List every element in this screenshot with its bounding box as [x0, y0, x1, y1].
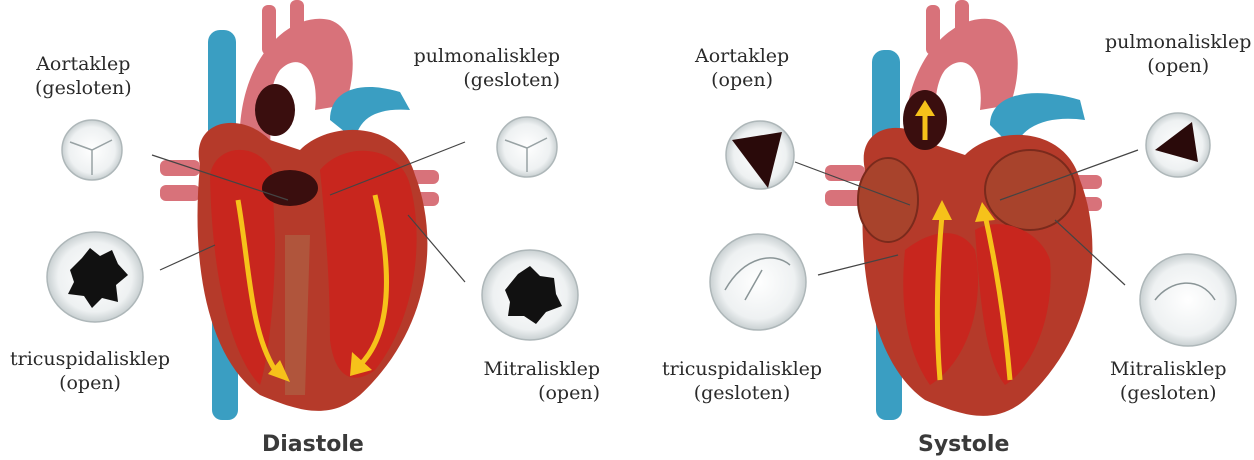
diastole-aortic-valve-icon — [62, 120, 122, 180]
valve-state: (gesloten) — [410, 68, 560, 92]
valve-name: Mitralisklep — [1110, 357, 1226, 381]
valve-state: (open) — [10, 371, 170, 395]
systole-aortic-valve-icon — [726, 121, 794, 189]
diastole-mitral-valve-icon — [482, 250, 578, 340]
systole-mitral-valve-icon — [1140, 254, 1236, 346]
valve-name: pulmonalisklep — [1105, 30, 1251, 54]
valve-name: Mitralisklep — [460, 357, 600, 381]
valve-state: (open) — [460, 381, 600, 405]
valve-name: tricuspidalisklep — [10, 347, 170, 371]
systole-tricuspid-label: tricuspidalisklep (gesloten) — [662, 357, 822, 405]
diastole-tricuspid-valve-icon — [47, 232, 143, 322]
systole-aortic-label: Aortaklep (open) — [695, 44, 789, 92]
valve-name: Aortaklep — [35, 52, 132, 76]
diastole-tricuspid-label: tricuspidalisklep (open) — [10, 347, 170, 395]
valve-state: (gesloten) — [1110, 381, 1226, 405]
right-atrium — [858, 158, 918, 242]
systole-pulmonary-valve-icon — [1146, 113, 1210, 177]
diastole-pulmonary-label: pulmonalisklep (gesloten) — [410, 44, 560, 92]
systole-heart — [825, 0, 1102, 420]
valve-name: Aortaklep — [695, 44, 789, 68]
left-chambers — [320, 151, 417, 378]
systole-tricuspid-valve-icon — [710, 234, 806, 330]
diastole-pulmonary-valve-icon — [497, 117, 557, 177]
valve-name: tricuspidalisklep — [662, 357, 822, 381]
systole-pulmonary-label: pulmonalisklep (open) — [1105, 30, 1251, 78]
valve-state: (gesloten) — [662, 381, 822, 405]
diastole-caption: Diastole — [262, 432, 364, 457]
valve-state: (open) — [1105, 54, 1251, 78]
diastole-mitral-label: Mitralisklep (open) — [460, 357, 600, 405]
valve-state: (gesloten) — [35, 76, 132, 100]
left-atrium — [985, 150, 1075, 230]
systole-mitral-label: Mitralisklep (gesloten) — [1110, 357, 1226, 405]
systole-caption: Systole — [918, 432, 1009, 457]
diastole-aortic-label: Aortaklep (gesloten) — [35, 52, 132, 100]
valve-name: pulmonalisklep — [410, 44, 560, 68]
diastole-heart — [160, 0, 439, 420]
valve-state: (open) — [695, 68, 789, 92]
